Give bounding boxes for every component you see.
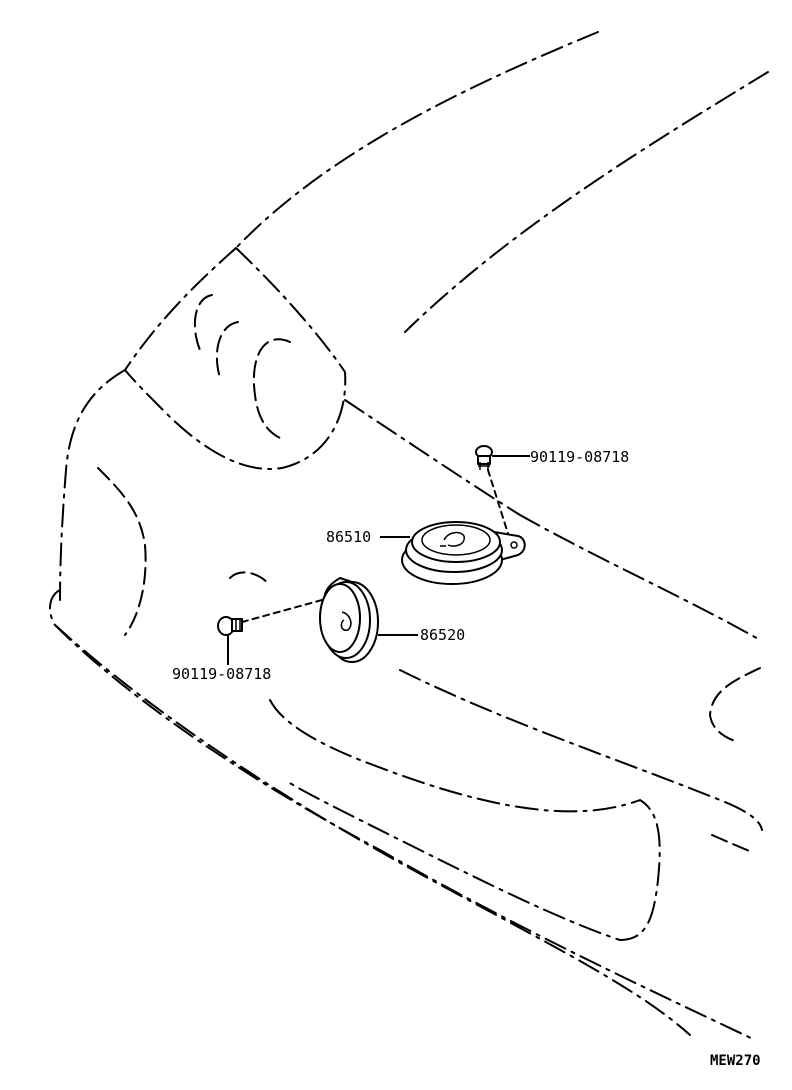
label-bolt-lower: 90119-08718 (172, 665, 271, 683)
label-horn-high: 86510 (326, 528, 371, 546)
bolt-to-horn-high-line (487, 469, 511, 541)
label-horn-low: 86520 (420, 626, 465, 644)
horn-low-icon (319, 577, 379, 663)
vehicle-body-outline (48, 31, 769, 1041)
label-bolt-upper: 90119-08718 (530, 448, 629, 466)
bolt-to-horn-low-line (241, 599, 323, 623)
bolt-upper-icon (475, 445, 493, 470)
bolt-lower-icon (217, 616, 243, 636)
horn-high-icon (401, 521, 526, 585)
figure-code: MEW270 (710, 1053, 761, 1069)
